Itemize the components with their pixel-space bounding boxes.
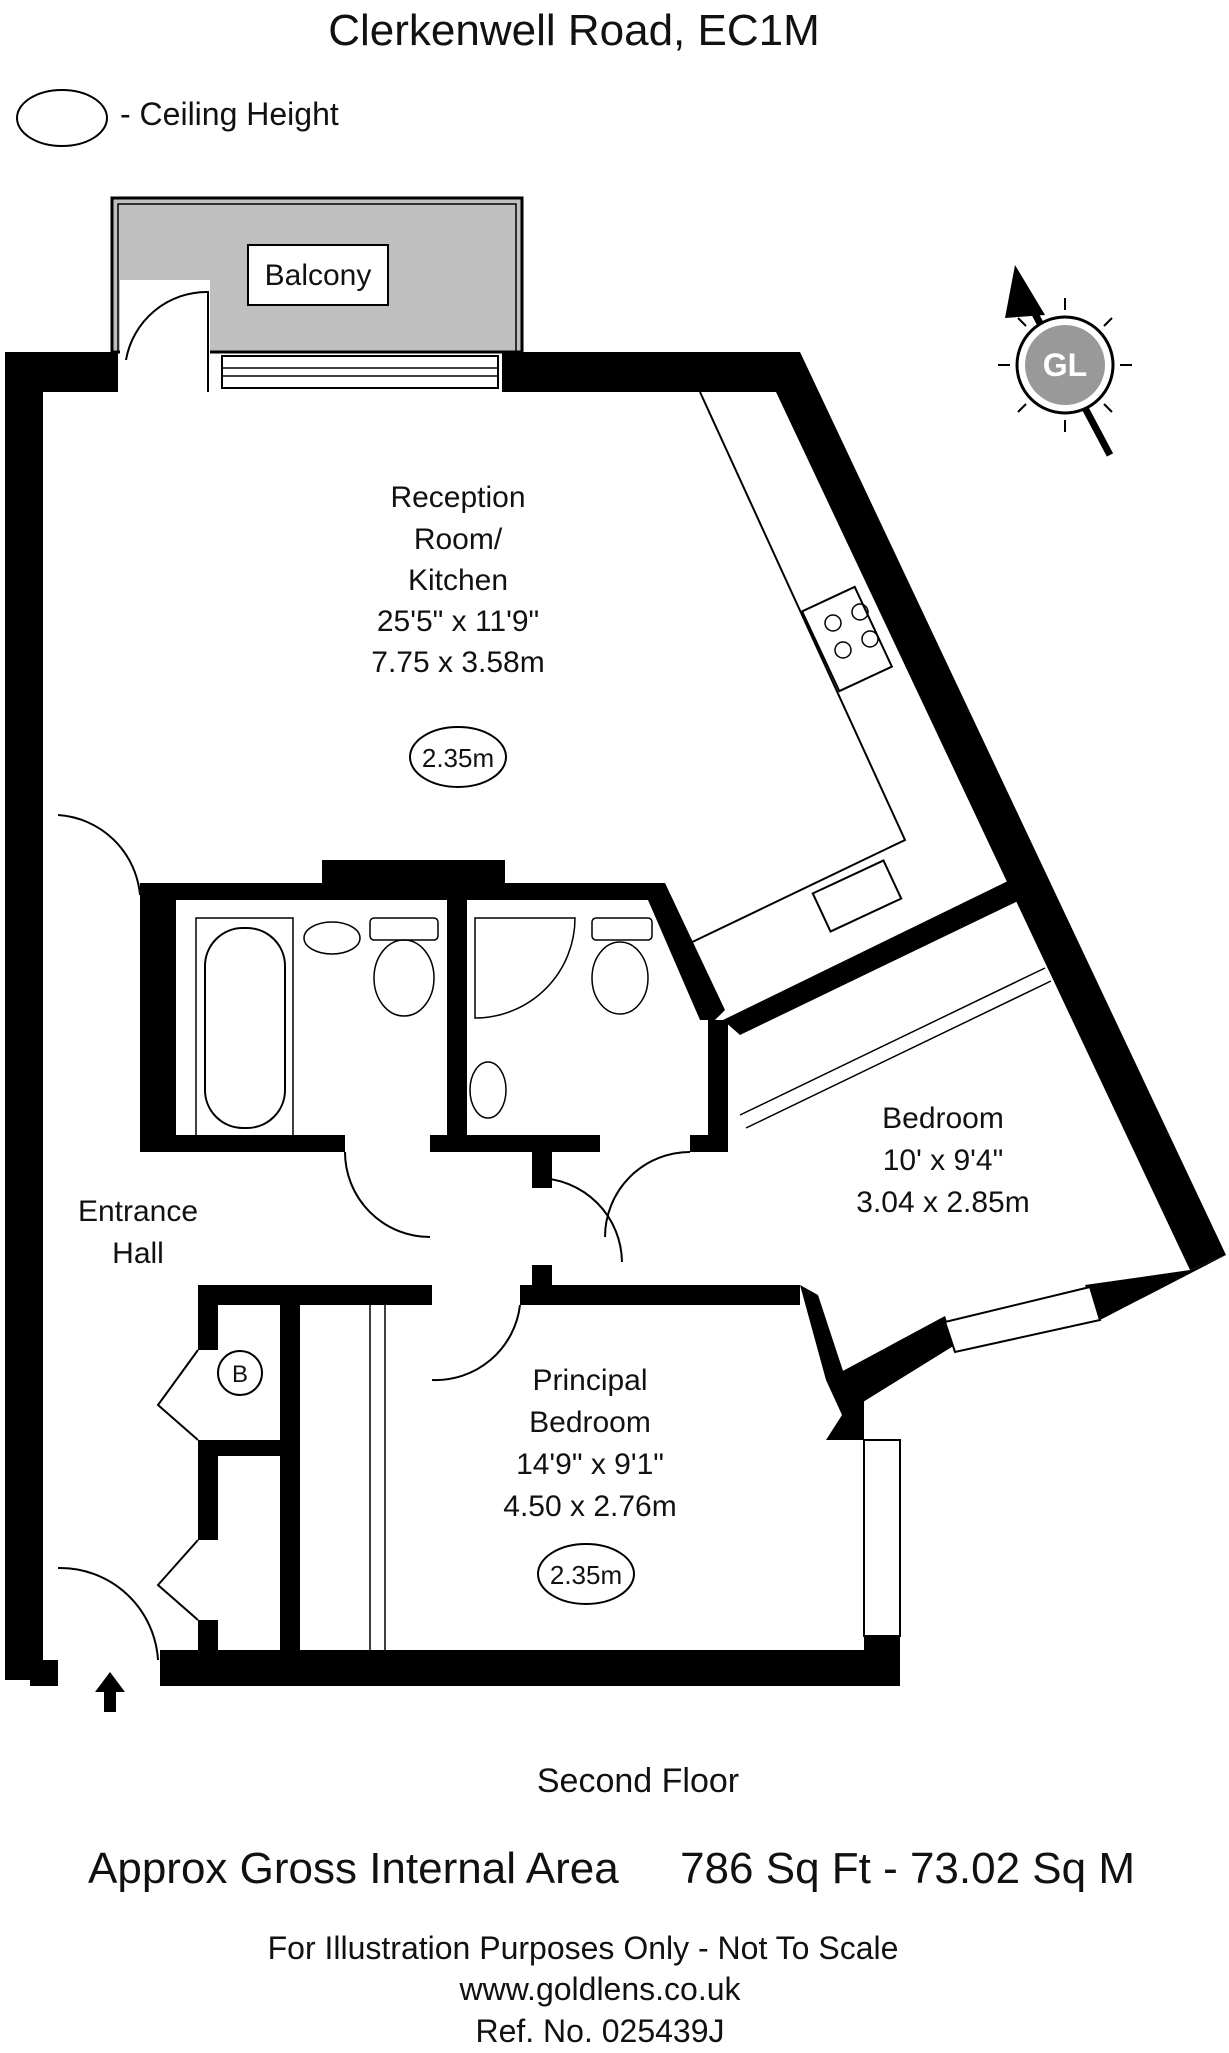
interior-walls: [30, 860, 1020, 1686]
principal-bedroom-size-metric: 4.50 x 2.76m: [503, 1490, 676, 1523]
principal-bedroom-ceiling-badge: [537, 1543, 635, 1605]
bedroom-label: Bedroom: [882, 1102, 1004, 1135]
reference-number: Ref. No. 025439J: [475, 2013, 724, 2048]
ceiling-height-legend-label: - Ceiling Height: [120, 96, 339, 132]
plan-title: Clerkenwell Road, EC1M: [328, 6, 820, 55]
reception-label-2: Room/: [414, 523, 503, 556]
principal-bedroom-window: [863, 1439, 901, 1637]
website: www.goldlens.co.uk: [458, 1971, 741, 2007]
toilet-cistern: [369, 917, 439, 941]
kitchen-sink: [811, 859, 903, 933]
area-value: 786 Sq Ft - 73.02 Sq M: [680, 1844, 1135, 1893]
balcony-door: [125, 290, 209, 392]
bedroom-wardrobe-rail: [739, 967, 1046, 1116]
balcony-window: [221, 355, 499, 389]
bedroom-door: [537, 1177, 623, 1263]
bathroom-door: [344, 1151, 431, 1238]
reception-ceiling-height: 2.35m: [422, 743, 494, 773]
reception-size-imperial: 25'5" x 11'9": [377, 605, 539, 638]
area-label: Approx Gross Internal Area: [88, 1844, 619, 1893]
principal-bedroom-ceiling-height: 2.35m: [550, 1560, 622, 1590]
reception-door: [57, 814, 141, 896]
principal-bedroom-door: [431, 1304, 521, 1382]
reception-size-metric: 7.75 x 3.58m: [371, 646, 544, 679]
compass-icon: [998, 265, 1132, 457]
entrance-hall-label-1: Entrance: [78, 1195, 198, 1228]
ensuite-toilet: [591, 941, 649, 1015]
cupboard-door-lower: [156, 1539, 199, 1621]
reception-label-3: Kitchen: [408, 564, 508, 597]
principal-bedroom-label-2: Bedroom: [529, 1406, 651, 1439]
bedroom-window: [943, 1285, 1102, 1354]
bathtub: [204, 927, 286, 1129]
ensuite-toilet-cistern: [591, 917, 653, 941]
hob: [800, 585, 894, 693]
entrance-door: [57, 1566, 159, 1661]
principal-bedroom-size-imperial: 14'9" x 9'1": [516, 1448, 664, 1481]
balcony-label: Balcony: [265, 259, 372, 292]
entrance-arrow-icon: [95, 1672, 125, 1712]
kitchen-worktop: [685, 391, 907, 946]
reception-ceiling-badge: [409, 726, 507, 788]
ensuite-door: [604, 1151, 691, 1238]
cupboard-door: [156, 1349, 199, 1441]
bedroom-size-metric: 3.04 x 2.85m: [856, 1186, 1029, 1219]
compass-label: GL: [1043, 347, 1087, 383]
boiler-cupboard-label: B: [232, 1361, 248, 1388]
shower: [474, 917, 576, 1019]
floor-label: Second Floor: [537, 1762, 739, 1800]
reception-label-1: Reception: [390, 481, 525, 514]
bedroom-size-imperial: 10' x 9'4": [883, 1144, 1004, 1177]
ensuite-basin: [469, 1061, 507, 1119]
disclaimer: For Illustration Purposes Only - Not To …: [268, 1930, 899, 1966]
principal-bedroom-label-1: Principal: [532, 1364, 647, 1397]
boiler-cupboard-badge: [217, 1350, 263, 1396]
balcony-label-box: [247, 244, 389, 306]
outer-walls: [5, 352, 1226, 1686]
basin: [303, 921, 361, 955]
ceiling-height-legend-symbol: [16, 89, 108, 147]
toilet: [373, 939, 435, 1017]
entrance-hall-label-2: Hall: [112, 1237, 164, 1270]
